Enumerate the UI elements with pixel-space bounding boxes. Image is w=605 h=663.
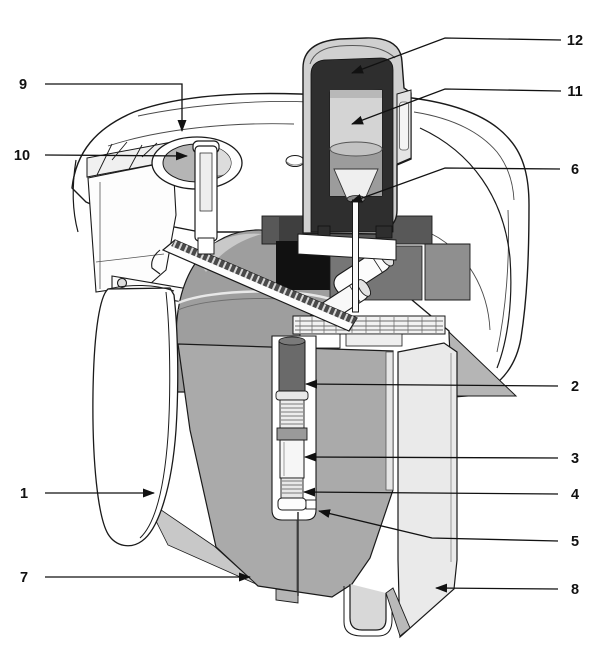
spring-section — [279, 399, 305, 429]
canister-base-flange — [297, 233, 397, 261]
leader-line-9 — [45, 83, 187, 132]
cabinet-right-wall — [397, 330, 518, 639]
brine-capsule-tank — [92, 284, 179, 547]
callout-label-10: 10 — [14, 148, 30, 164]
leader-line-5 — [318, 509, 559, 542]
leader-line-3 — [304, 452, 559, 462]
actuator-post — [192, 140, 220, 255]
leader-line-10 — [44, 151, 188, 161]
lever-arm — [151, 239, 358, 332]
lid-contour-lines — [72, 101, 515, 369]
leader-line-6 — [350, 167, 561, 203]
air-check-rod — [352, 199, 359, 313]
callout-label-7: 7 — [20, 570, 28, 586]
piston-dark-cylinder — [278, 340, 306, 392]
leader-line-11 — [351, 88, 562, 125]
funnel-light-wedge — [143, 497, 257, 585]
callout-label-6: 6 — [571, 162, 579, 178]
leader-line-8 — [435, 583, 559, 593]
injector-nub — [305, 499, 317, 510]
funnel-cut-strip — [385, 351, 394, 491]
right-pocket — [424, 243, 471, 301]
lid-bowl-recess — [151, 136, 243, 255]
callout-label-2: 2 — [571, 379, 579, 395]
callout-label-1: 1 — [20, 486, 28, 502]
callout-label-8: 8 — [571, 582, 579, 598]
callout-label-5: 5 — [571, 534, 579, 550]
leader-line-2 — [305, 379, 559, 389]
callout-label-11: 11 — [567, 84, 582, 100]
base-feet — [275, 584, 411, 637]
piston-column — [271, 335, 317, 596]
callout-label-4: 4 — [571, 487, 579, 503]
canister-chamber-upper — [330, 90, 382, 150]
callout-label-9: 9 — [19, 77, 27, 93]
callout-label-3: 3 — [571, 451, 579, 467]
leader-line-12 — [351, 37, 562, 74]
ribbed-section — [280, 477, 304, 499]
leader-lines — [44, 37, 562, 593]
lid-oval-hole — [285, 155, 305, 167]
leader-line-4 — [303, 487, 559, 497]
callout-labels: 1 2 3 4 5 6 7 8 9 10 11 12 — [14, 33, 583, 598]
screw-hole — [116, 277, 128, 289]
callout-label-12: 12 — [567, 33, 583, 49]
